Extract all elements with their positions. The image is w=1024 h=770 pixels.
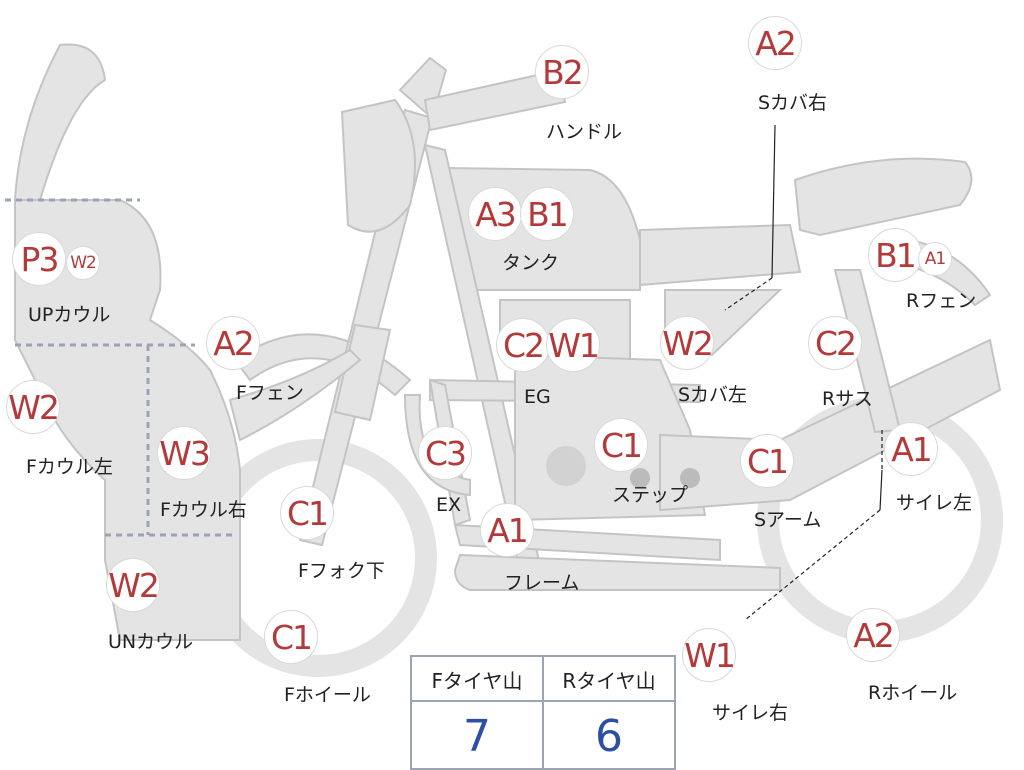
r-fender-code-badge-2[interactable]: A1 — [918, 242, 952, 276]
rear-tire-header: Rタイヤ山 — [562, 668, 656, 693]
tire-tread-table: Fタイヤ山 Rタイヤ山 7 6 — [410, 655, 676, 770]
front-tire-header: Fタイヤ山 — [431, 668, 523, 693]
step-code-badge[interactable]: C1 — [594, 418, 648, 472]
un-cowl-label: UNカウル — [108, 631, 194, 653]
f-cowl-left-label: Fカウル左 — [26, 456, 113, 478]
side-cover-right-code-badge[interactable]: A2 — [748, 16, 802, 70]
r-fender-label: Rフェン — [906, 290, 977, 312]
frame-code-badge[interactable]: A1 — [480, 503, 534, 557]
table-grid — [412, 657, 674, 768]
r-wheel-code-badge[interactable]: A2 — [846, 608, 900, 662]
exhaust-code-badge[interactable]: C3 — [418, 426, 472, 480]
engine-code-badge-1[interactable]: C2 — [496, 318, 550, 372]
f-wheel-code-badge[interactable]: C1 — [264, 610, 318, 664]
f-fender-label: Fフェン — [236, 382, 304, 404]
f-cowl-right-label: Fカウル右 — [160, 499, 247, 521]
silencer-right-label: サイレ右 — [712, 702, 789, 724]
r-suspension-label: Rサス — [822, 388, 873, 410]
silencer-right-code-badge[interactable]: W1 — [682, 628, 736, 682]
silencer-left-code-badge[interactable]: A1 — [884, 422, 938, 476]
un-cowl-code-badge[interactable]: W2 — [106, 558, 160, 612]
tank-code-badge-2[interactable]: B1 — [520, 187, 574, 241]
step-label: ステップ — [612, 484, 689, 506]
swing-arm-code-badge[interactable]: C1 — [740, 434, 794, 488]
up-cowl-code-badge-2[interactable]: W2 — [66, 246, 100, 280]
f-fork-label: Fフォク下 — [298, 560, 385, 582]
rear-tire-value[interactable]: 6 — [595, 711, 623, 762]
f-cowl-right-code-badge[interactable]: W3 — [157, 426, 211, 480]
front-tire-value[interactable]: 7 — [463, 711, 491, 762]
f-wheel-label: Fホイール — [284, 684, 371, 706]
r-fender-code-badge-1[interactable]: B1 — [868, 228, 922, 282]
engine-label: EG — [524, 386, 551, 408]
handle-code-badge[interactable]: B2 — [535, 45, 589, 99]
f-cowl-left-code-badge[interactable]: W2 — [6, 380, 60, 434]
f-fender-code-badge[interactable]: A2 — [206, 316, 260, 370]
exhaust-label: EX — [436, 494, 462, 516]
swing-arm-label: Sアーム — [754, 509, 822, 531]
silencer-left-label: サイレ左 — [896, 492, 973, 514]
r-suspension-code-badge[interactable]: C2 — [808, 316, 862, 370]
tank-code-badge-1[interactable]: A3 — [468, 187, 522, 241]
up-cowl-label: UPカウル — [28, 304, 111, 326]
up-cowl-code-badge-1[interactable]: P3 — [12, 232, 66, 286]
tank-label: タンク — [502, 252, 560, 274]
engine-code-badge-2[interactable]: W1 — [546, 318, 600, 372]
f-fork-code-badge[interactable]: C1 — [280, 486, 334, 540]
side-cover-left-label: Sカバ左 — [678, 384, 748, 406]
side-cover-left-code-badge[interactable]: W2 — [660, 316, 714, 370]
side-cover-right-label: Sカバ右 — [758, 92, 828, 114]
r-wheel-label: Rホイール — [868, 682, 958, 704]
handle-label: ハンドル — [546, 121, 623, 143]
frame-label: フレーム — [504, 572, 580, 594]
